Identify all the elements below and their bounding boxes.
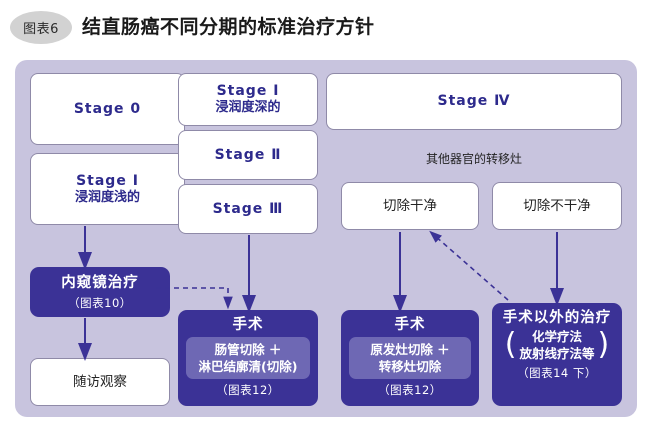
stage-1-shallow-label-line2: 浸润度浅的 <box>74 189 140 205</box>
surgery-primary-title: 手术 <box>232 317 264 333</box>
header: 图表6 结直肠癌不同分期的标准治疗方针 <box>0 0 652 56</box>
stage-1-deep-label-line1: Stage Ⅰ <box>216 83 280 99</box>
surgery-primary-detail-line2: 淋巴结廓清(切除) <box>198 359 298 374</box>
non-surgical-treatment-title: 手术以外的治疗 <box>502 310 612 326</box>
non-surgical-treatment-ref: （图表14 下） <box>517 366 597 380</box>
surgery-metastasis-title: 手术 <box>394 317 426 333</box>
stage-2-box: Stage Ⅱ <box>178 130 318 180</box>
followup-label: 随访观察 <box>73 373 127 390</box>
endoscopic-treatment-box: 内窥镜治疗 （图表10） <box>30 267 170 317</box>
stage-1-deep-box: Stage Ⅰ 浸润度深的 <box>178 73 318 126</box>
non-surgical-treatment-box: 手术以外的治疗 ( 化学疗法 放射线疗法等 ) （图表14 下） <box>492 303 622 406</box>
surgery-primary-detail: 肠管切除 ＋ 淋巴结廓清(切除) <box>186 337 310 379</box>
resection-not-clean-box: 切除不干净 <box>492 182 622 230</box>
page-title: 结直肠癌不同分期的标准治疗方针 <box>82 16 375 38</box>
endoscopic-treatment-ref: （图表10） <box>68 295 132 310</box>
paren-open: ( <box>504 327 517 362</box>
resection-clean-label: 切除干净 <box>383 197 437 214</box>
stage-3-box: Stage Ⅲ <box>178 184 318 234</box>
stage-2-label: Stage Ⅱ <box>214 146 282 163</box>
stage-1-shallow-box: Stage Ⅰ 浸润度浅的 <box>30 153 185 225</box>
stage-0-label: Stage 0 <box>73 100 142 117</box>
surgery-primary-detail-line1: 肠管切除 ＋ <box>214 342 282 357</box>
non-surgical-detail-line1: 化学疗法 <box>531 329 582 344</box>
surgery-metastasis-detail: 原发灶切除 ＋ 转移灶切除 <box>349 337 471 379</box>
stage-4-box: Stage Ⅳ <box>326 73 622 130</box>
resection-not-clean-label: 切除不干净 <box>523 197 591 214</box>
stage-1-deep-label-line2: 浸润度深的 <box>215 100 281 115</box>
non-surgical-detail-lines: 化学疗法 放射线疗法等 <box>516 328 597 362</box>
followup-box: 随访观察 <box>30 358 170 406</box>
stage-4-label: Stage Ⅳ <box>437 93 511 109</box>
paren-close: ) <box>597 327 610 362</box>
stage-3-label: Stage Ⅲ <box>212 200 284 217</box>
non-surgical-treatment-detail: ( 化学疗法 放射线疗法等 ) <box>505 328 609 362</box>
surgery-primary-box: 手术 肠管切除 ＋ 淋巴结廓清(切除) （图表12） <box>178 310 318 406</box>
surgery-metastasis-ref: （图表12） <box>378 383 442 397</box>
surgery-metastasis-detail-line2: 转移灶切除 <box>378 359 442 374</box>
figure-badge: 图表6 <box>10 11 72 44</box>
non-surgical-detail-line2: 放射线疗法等 <box>519 346 595 361</box>
resection-clean-box: 切除干净 <box>341 182 479 230</box>
surgery-metastasis-box: 手术 原发灶切除 ＋ 转移灶切除 （图表12） <box>341 310 479 406</box>
stage-1-shallow-label-line1: Stage Ⅰ <box>76 172 139 189</box>
diagram-panel: Stage 0 Stage Ⅰ 浸润度浅的 Stage Ⅰ 浸润度深的 Stag… <box>15 60 637 417</box>
stage-0-box: Stage 0 <box>30 73 185 145</box>
metastasis-note: 其他器官的转移灶 <box>425 152 522 166</box>
endoscopic-treatment-title: 内窥镜治疗 <box>61 274 139 291</box>
surgery-metastasis-detail-line1: 原发灶切除 ＋ <box>370 342 450 357</box>
surgery-primary-ref: （图表12） <box>216 383 280 397</box>
